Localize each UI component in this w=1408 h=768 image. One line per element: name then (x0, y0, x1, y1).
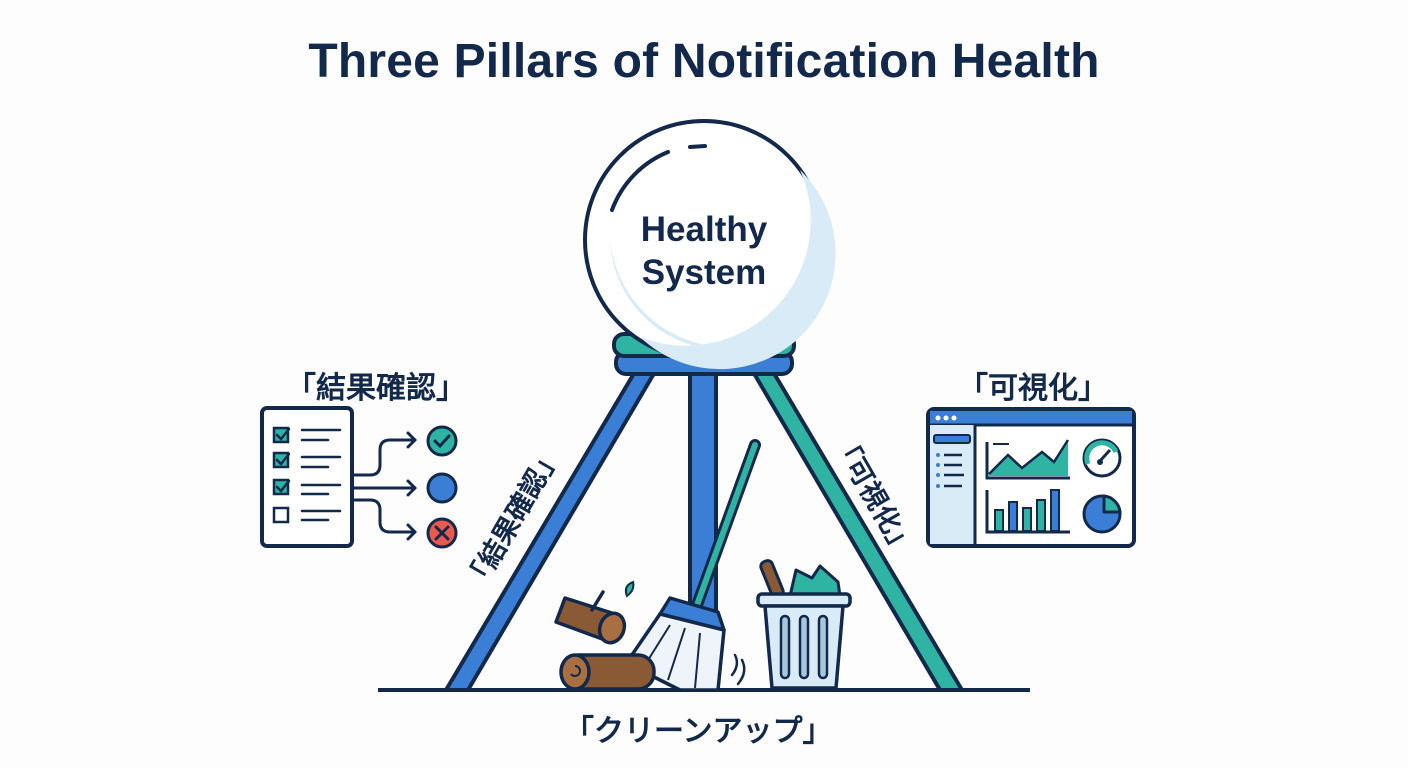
pillar-label-result-check: 「結果確認」 (286, 371, 466, 406)
center-label-line1: Healthy (640, 210, 768, 249)
check-icon (426, 425, 458, 457)
diagram-title: Three Pillars of Notification Health (308, 35, 1100, 88)
left-leg (444, 368, 658, 692)
dashboard-icon (926, 407, 1136, 548)
pillar-label-cleanup: 「クリーンアップ」 (564, 714, 833, 749)
center-label: Healthy System (584, 208, 824, 294)
flow-arrows (350, 431, 417, 541)
checklist-icon (260, 406, 458, 549)
neutral-circle-icon (426, 472, 458, 504)
globe (583, 119, 836, 370)
center-label-line2: System (641, 253, 767, 292)
log-icon (554, 580, 656, 691)
trash-can-icon (756, 559, 852, 690)
pillar-label-visualization: 「可視化」 (958, 371, 1108, 406)
